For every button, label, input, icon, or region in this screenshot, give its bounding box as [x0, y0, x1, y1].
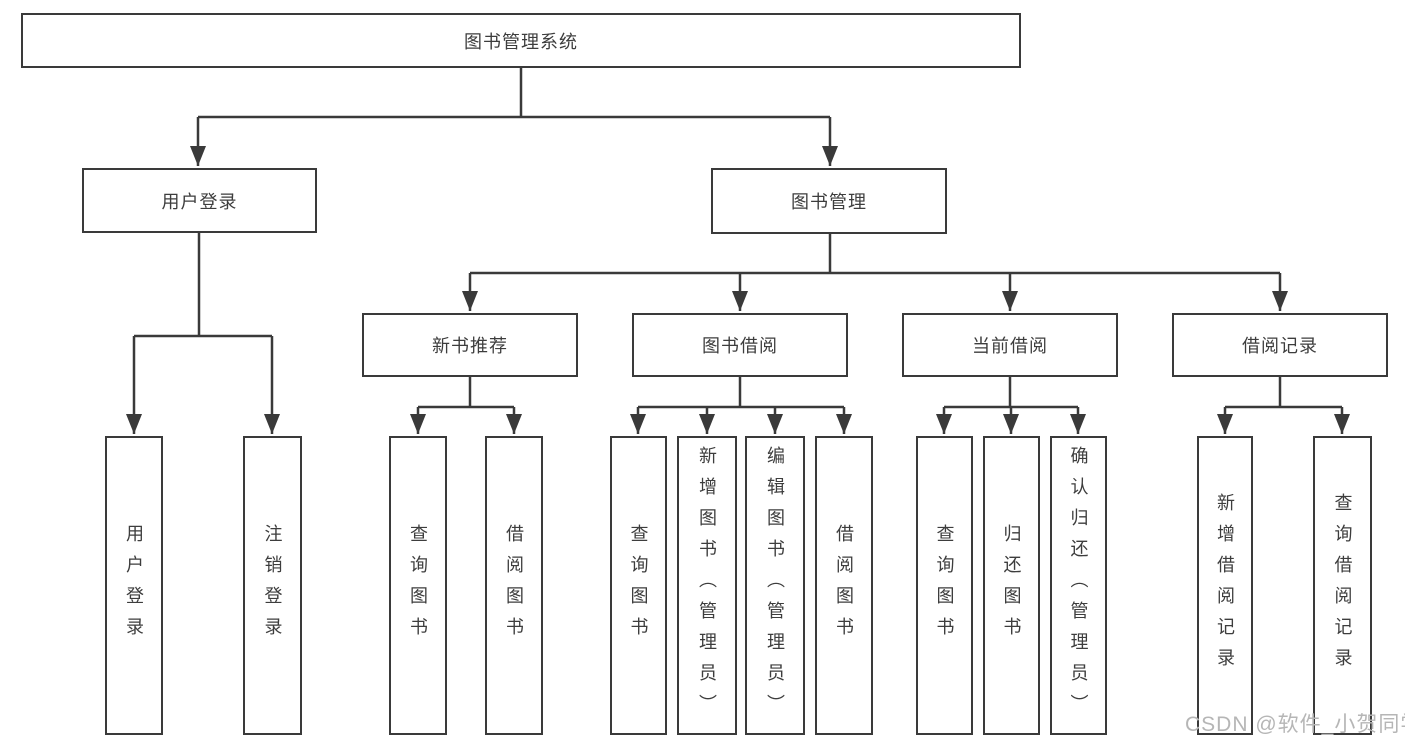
- node-label: 用户登录: [161, 191, 238, 212]
- node-label: 查询图书: [934, 523, 955, 648]
- node-label: 归还图书: [1001, 523, 1022, 648]
- node-label: 新书推荐: [432, 336, 508, 356]
- node-label: 确认归还（管理员）: [1068, 446, 1089, 725]
- node-label: 用户登录: [124, 523, 144, 648]
- leaf-borrow-borrow-books: 借阅图书: [815, 436, 873, 735]
- leaf-logout: 注销登录: [243, 436, 302, 735]
- leaf-newbook-borrow-books: 借阅图书: [485, 436, 543, 735]
- node-label: 图书借阅: [702, 336, 778, 356]
- node-borrow-records: 借阅记录: [1172, 313, 1388, 377]
- node-label: 图书管理系统: [464, 31, 578, 52]
- node-label: 新增图书（管理员）: [697, 446, 717, 725]
- leaf-borrow-add-books-admin: 新增图书（管理员）: [677, 436, 737, 735]
- leaf-current-query-books: 查询图书: [916, 436, 973, 735]
- csdn-watermark: CSDN @软件_小贺同学: [1185, 713, 1405, 736]
- leaf-borrow-query-books: 查询图书: [610, 436, 667, 735]
- node-current-borrow: 当前借阅: [902, 313, 1118, 377]
- leaf-current-return-books: 归还图书: [983, 436, 1040, 735]
- node-label: 查询图书: [628, 523, 649, 648]
- node-label: 借阅记录: [1242, 336, 1318, 356]
- node-label: 查询借阅记录: [1332, 492, 1353, 679]
- node-root: 图书管理系统: [21, 13, 1021, 68]
- node-label: 注销登录: [262, 523, 283, 648]
- leaf-newbook-query-books: 查询图书: [389, 436, 447, 735]
- node-label: 当前借阅: [972, 336, 1048, 356]
- node-book-borrow: 图书借阅: [632, 313, 848, 377]
- leaf-user-login: 用户登录: [105, 436, 163, 735]
- node-label: 新增借阅记录: [1215, 492, 1235, 679]
- leaf-current-confirm-return-admin: 确认归还（管理员）: [1050, 436, 1107, 735]
- node-label: 查询图书: [408, 523, 428, 648]
- node-new-book-recommend: 新书推荐: [362, 313, 578, 377]
- node-label: 借阅图书: [834, 523, 854, 648]
- node-label: 借阅图书: [504, 523, 524, 648]
- node-user-login: 用户登录: [82, 168, 317, 233]
- node-label: 图书管理: [791, 192, 867, 212]
- leaf-record-add-borrow-record: 新增借阅记录: [1197, 436, 1253, 735]
- leaf-record-query-borrow-record: 查询借阅记录: [1313, 436, 1372, 735]
- leaf-borrow-edit-books-admin: 编辑图书（管理员）: [745, 436, 805, 735]
- node-book-management: 图书管理: [711, 168, 947, 234]
- node-label: 编辑图书（管理员）: [765, 446, 785, 725]
